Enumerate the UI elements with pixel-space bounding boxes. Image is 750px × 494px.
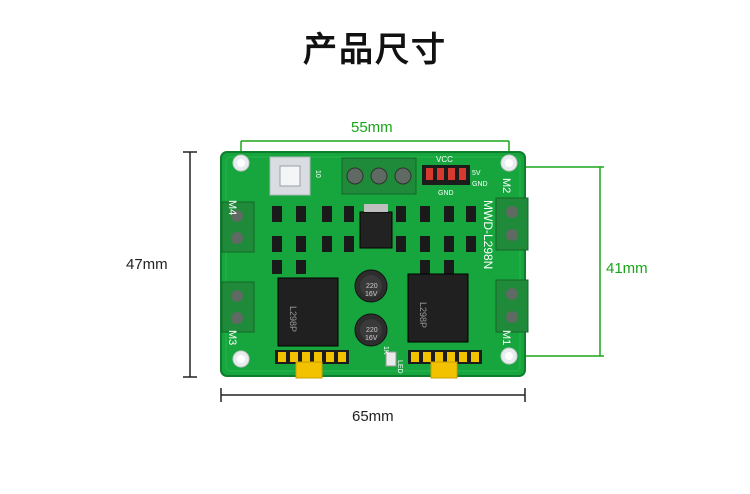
cap-label-1: 220 [366, 283, 378, 290]
label-m1: M1 [500, 330, 512, 345]
motor-terminal-m2 [495, 197, 529, 251]
smd-components [272, 206, 476, 274]
model-label: MWD-L298N [481, 200, 495, 269]
chip-label-left: L298P [288, 306, 298, 332]
label-m3: M3 [226, 330, 238, 345]
chip-label-right: L298P [418, 302, 428, 328]
dimension-bottom [220, 388, 526, 402]
dimension-right [512, 166, 604, 357]
regulator-chip [359, 211, 393, 249]
power-terminal [341, 157, 417, 195]
header-label-gnd-side: GND [472, 181, 488, 188]
header-label-gnd-bottom: GND [438, 190, 454, 197]
power-header [422, 165, 470, 185]
page-title: 产品尺寸 [303, 30, 447, 70]
small-label-1k: 1K [382, 346, 389, 355]
label-m2: M2 [500, 178, 512, 193]
capacitor-bottom [354, 313, 388, 347]
dimension-label-bottom: 65mm [352, 408, 394, 425]
dimension-label-right: 41mm [606, 260, 648, 277]
cap-label-3: 220 [366, 327, 378, 334]
dimension-left [183, 151, 197, 378]
dimension-label-top: 55mm [351, 119, 393, 136]
led-label: LED [396, 360, 403, 374]
motor-terminal-m1 [495, 279, 529, 333]
status-led [385, 351, 397, 367]
dimension-label-left: 47mm [126, 256, 168, 273]
driver-chip-right [407, 273, 469, 343]
logic-header-left [275, 350, 349, 379]
capacitor-top [354, 269, 388, 303]
motor-terminal-m4 [221, 201, 255, 253]
small-label-10: 10 [314, 170, 321, 178]
cap-label-2: 16V [365, 291, 378, 298]
header-label-vcc: VCC [436, 155, 453, 164]
cap-label-4: 16V [365, 335, 378, 342]
header-label-5v: 5V [472, 170, 481, 177]
logic-header-right [408, 350, 482, 379]
motor-terminal-m3 [221, 281, 255, 333]
mounting-holes [232, 154, 518, 368]
driver-chip-left [277, 277, 339, 347]
label-m4: M4 [226, 200, 238, 215]
